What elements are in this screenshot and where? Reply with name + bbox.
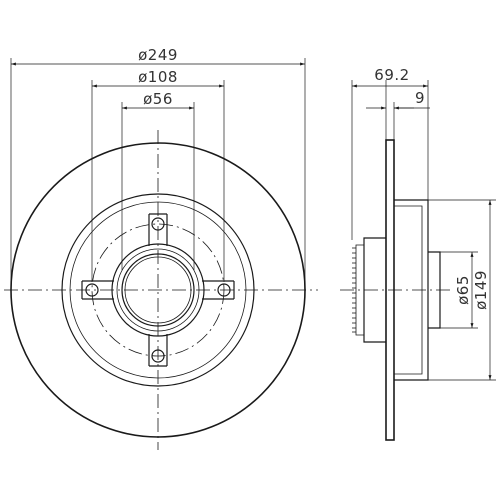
front-view: ø249 ø108 ø56 <box>4 46 318 450</box>
tone-ring-teeth <box>352 247 356 333</box>
label-overall-height: 69.2 <box>374 66 409 84</box>
label-outer-diameter: ø249 <box>138 46 178 64</box>
label-center-bore-diameter: ø56 <box>143 90 173 108</box>
label-bolt-circle-diameter: ø108 <box>138 68 178 86</box>
hat-section <box>394 199 429 381</box>
label-hub-diameter: ø65 <box>454 275 472 305</box>
label-hat-diameter: ø149 <box>472 270 490 310</box>
side-view: 69.2 9 ø65 ø149 <box>340 66 496 441</box>
label-disc-thickness: 9 <box>415 89 425 107</box>
